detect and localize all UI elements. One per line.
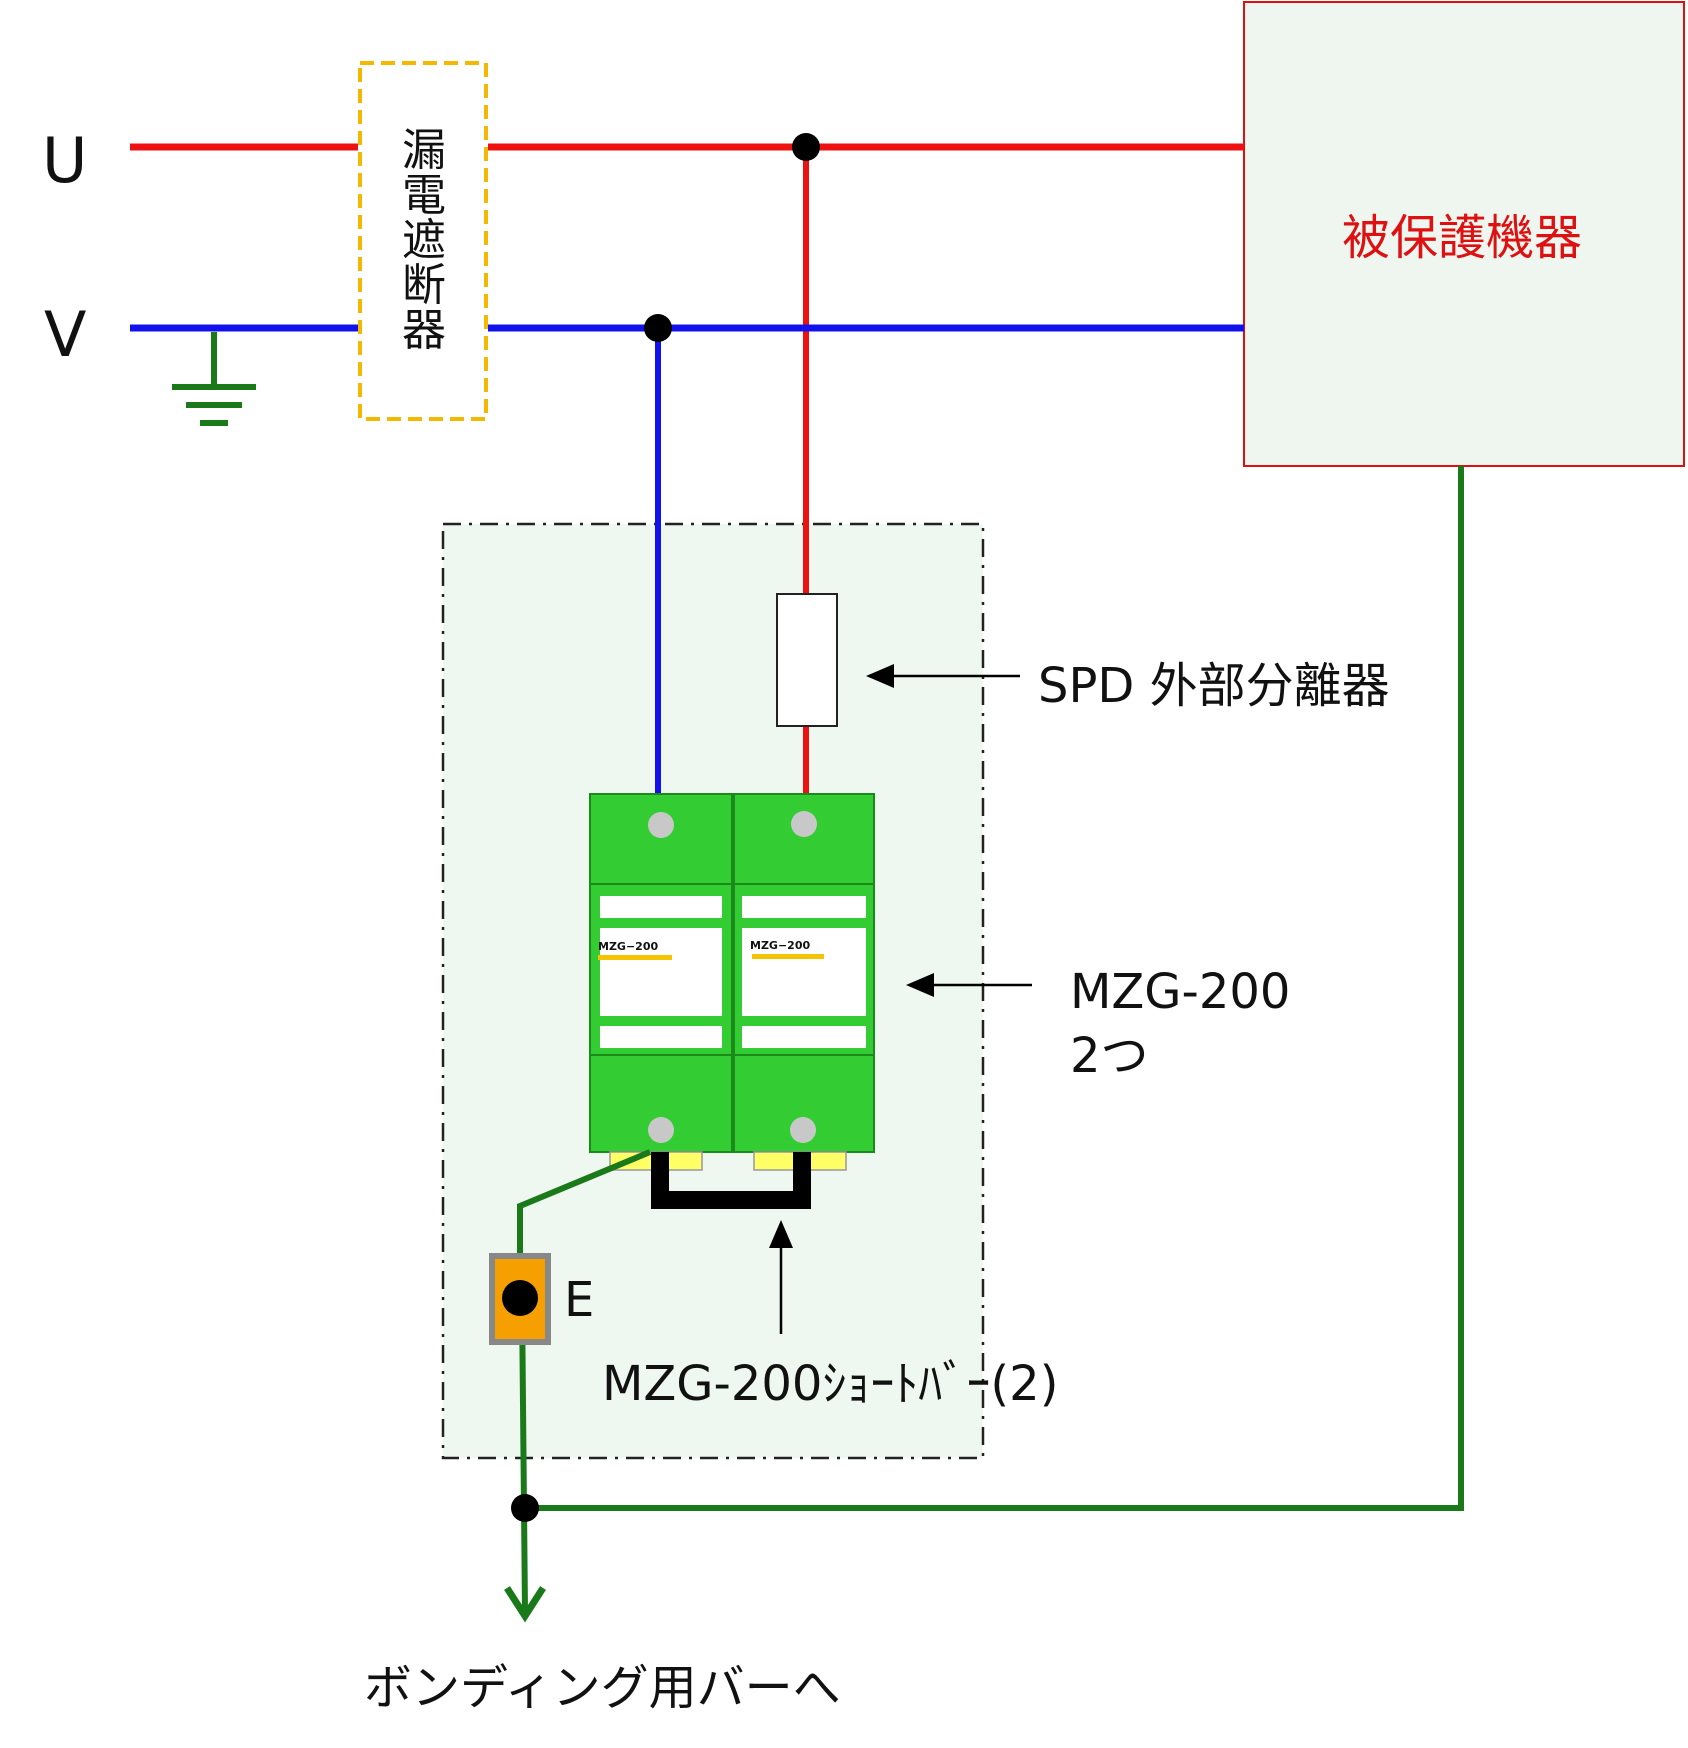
disconnector-label: SPD 外部分離器 [1038, 658, 1390, 714]
junction-dot-u [792, 133, 820, 161]
ground-wire-main [519, 1299, 528, 1613]
earth-terminal-label: E [564, 1272, 594, 1328]
u-line-label: U [42, 124, 87, 197]
breaker-char-3: 遮 [402, 215, 446, 266]
earth-terminal-dot [502, 1280, 538, 1316]
unit-label-right: MZG−200 [750, 939, 810, 952]
ground-symbol [172, 332, 256, 426]
bonding-label: ボンディング用バーへ [364, 1660, 841, 1716]
v-line-label: V [44, 298, 86, 371]
protected-equipment-box [1243, 1, 1685, 467]
short-bar [651, 1152, 811, 1209]
module-arrow-head [906, 973, 934, 997]
breaker-label: 漏 電 遮 断 器 [402, 125, 446, 356]
junction-dot-v [644, 314, 672, 342]
short-bar-arrow-head [769, 1220, 793, 1248]
mzg-200-unit-right: MZG−200 [733, 793, 875, 1153]
breaker-char-4: 断 [402, 260, 446, 311]
spd-external-disconnector [776, 593, 838, 727]
protected-equipment-label: 被保護機器 [1342, 210, 1582, 266]
earth-leakage-breaker [358, 61, 488, 421]
breaker-char-2: 電 [402, 170, 446, 221]
mzg-200-unit-left: MZG−200 [589, 793, 733, 1153]
unit-label-left: MZG−200 [598, 940, 658, 953]
ground-wire-equipment [525, 466, 1464, 1511]
disconnector-arrow-head [866, 664, 894, 688]
module-label-line1: MZG-200 [1070, 964, 1290, 1020]
module-label-line2: 2つ [1070, 1028, 1149, 1084]
bonding-arrow-head [504, 1586, 546, 1623]
breaker-char-5: 器 [402, 305, 446, 356]
short-bar-label: MZG-200ｼｮｰﾄﾊﾞｰ(2) [602, 1356, 1058, 1412]
bonding-junction-dot [511, 1494, 539, 1522]
breaker-char-1: 漏 [402, 125, 446, 176]
earth-terminal [489, 1253, 551, 1345]
